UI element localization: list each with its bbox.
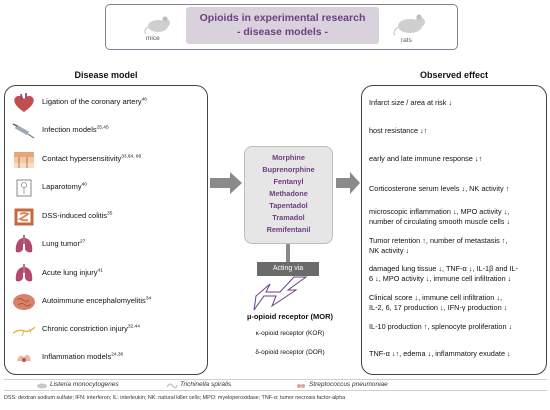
nerve-icon xyxy=(12,326,36,337)
acting-via-label: Acting via xyxy=(257,262,319,276)
mouse-icon xyxy=(144,16,170,35)
skin-icon xyxy=(14,152,34,168)
disease-label: Inflammation models24,36 xyxy=(42,352,124,361)
disease-label: Chronic constriction injury32,44 xyxy=(42,324,140,333)
disease-row-encephalomyelitis: Autoimmune encephalomyelitis34 xyxy=(5,290,209,314)
disease-model-title: Disease model xyxy=(74,70,138,80)
effect-item: early and late immune response ↓↑ xyxy=(369,154,483,163)
lungs-icon xyxy=(15,264,33,282)
effect-item: Corticosterone serum levels ↓, NK activi… xyxy=(369,184,510,193)
pathogen-label: Trichinella spiralis xyxy=(180,381,232,388)
drug-item: Fentanyl xyxy=(273,177,304,186)
disease-row-contact: Contact hypersensitivity33,64, 68 xyxy=(5,148,209,172)
pathogen-legend: Listeria monocytogenes Trichinella spira… xyxy=(4,379,547,391)
arrow-center-to-right xyxy=(336,172,360,194)
intestine-icon xyxy=(14,208,34,226)
disease-row-inflammation: Inflammation models24,36 xyxy=(5,346,209,370)
laparotomy-icon xyxy=(16,179,32,197)
observed-effect-panel: Infarct size / area at risk ↓ host resis… xyxy=(361,85,547,375)
rat-icon xyxy=(393,14,425,36)
abbreviations-footnote: DSS: dextran sodium sulfate; IFN: interf… xyxy=(4,395,346,401)
effect-item: microscopic inflammation ↓, MPO activity… xyxy=(369,207,511,226)
drug-item: Tramadol xyxy=(272,213,305,222)
drug-list-box: Morphine Buprenorphine Fentanyl Methadon… xyxy=(244,146,333,244)
title-line-1: Opioids in experimental research xyxy=(199,12,366,24)
disease-label: Ligation of the coronary artery46 xyxy=(42,97,147,106)
syringe-icon xyxy=(12,123,35,139)
species-mice-label: mice xyxy=(146,35,160,42)
disease-row-infection: Infection models25,45 xyxy=(5,119,209,143)
brain-icon xyxy=(13,294,35,310)
disease-label: Autoimmune encephalomyelitis34 xyxy=(42,296,152,305)
cocci-icon xyxy=(297,384,305,388)
effect-item: TNF-α ↓↑, edema ↓, inflammatory exudate … xyxy=(369,349,511,358)
effect-item: host resistance ↓↑ xyxy=(369,126,428,135)
kor-receptor-label: κ-opioid receptor (KOR) xyxy=(255,330,325,337)
disease-row-lung-injury: Acute lung injury41 xyxy=(5,262,209,286)
effect-item: Infarct size / area at risk ↓ xyxy=(369,98,453,107)
observed-effect-title: Observed effect xyxy=(419,70,489,80)
effect-item: IL-10 production ↑, splenocyte prolifera… xyxy=(369,322,513,331)
drug-item: Methadone xyxy=(269,189,308,198)
disease-row-lung-tumor: Lung tumor27 xyxy=(5,233,209,257)
drug-item: Buprenorphine xyxy=(262,165,315,174)
heart-icon xyxy=(14,93,34,112)
dor-receptor-label: δ-opioid receptor (DOR) xyxy=(255,349,325,356)
mor-receptor-label: µ-opioid receptor (MOR) xyxy=(247,312,333,321)
bacteria-icon xyxy=(37,383,47,389)
effect-item: Clinical score ↓, immune cell infiltrati… xyxy=(369,293,508,312)
disease-label: Contact hypersensitivity33,64, 68 xyxy=(42,154,142,163)
pathogen-label: Listeria monocytogenes xyxy=(50,381,119,388)
disease-row-colitis: DSS-induced colitis35 xyxy=(5,205,209,229)
drug-item: Tapentadol xyxy=(269,201,308,210)
species-rats-label: rats xyxy=(401,37,412,44)
inflammation-icon xyxy=(17,354,31,362)
effect-item: damaged lung tissue ↓, TNF-α ↓, IL-1β an… xyxy=(369,264,519,283)
disease-row-coronary: Ligation of the coronary artery46 xyxy=(5,91,209,115)
pathogen-label: Streptococcus pneumoniae xyxy=(309,381,388,388)
worm-icon xyxy=(166,383,178,389)
title-line-2: - disease models - xyxy=(236,26,329,38)
header-title-box: Opioids in experimental research - disea… xyxy=(186,7,379,44)
disease-row-cci: Chronic constriction injury32,44 xyxy=(5,318,209,342)
arrow-left-to-center xyxy=(210,172,242,194)
disease-row-laparotomy: Laparotomy40 xyxy=(5,176,209,200)
disease-label: Infection models25,45 xyxy=(42,125,109,134)
drug-item: Morphine xyxy=(272,153,305,162)
disease-label: Lung tumor27 xyxy=(42,239,86,248)
disease-label: DSS-induced colitis35 xyxy=(42,211,113,220)
disease-model-panel: Ligation of the coronary artery46 Infect… xyxy=(4,85,208,375)
connector-line xyxy=(286,244,290,264)
lungs-icon xyxy=(15,235,33,253)
lightning-bolt-icon xyxy=(253,276,308,311)
disease-label: Acute lung injury41 xyxy=(42,268,103,277)
drug-item: Remifentanil xyxy=(266,225,311,234)
disease-label: Laparotomy40 xyxy=(42,182,87,191)
effect-item: Tumor retention ↑, number of metastasis … xyxy=(369,236,508,255)
